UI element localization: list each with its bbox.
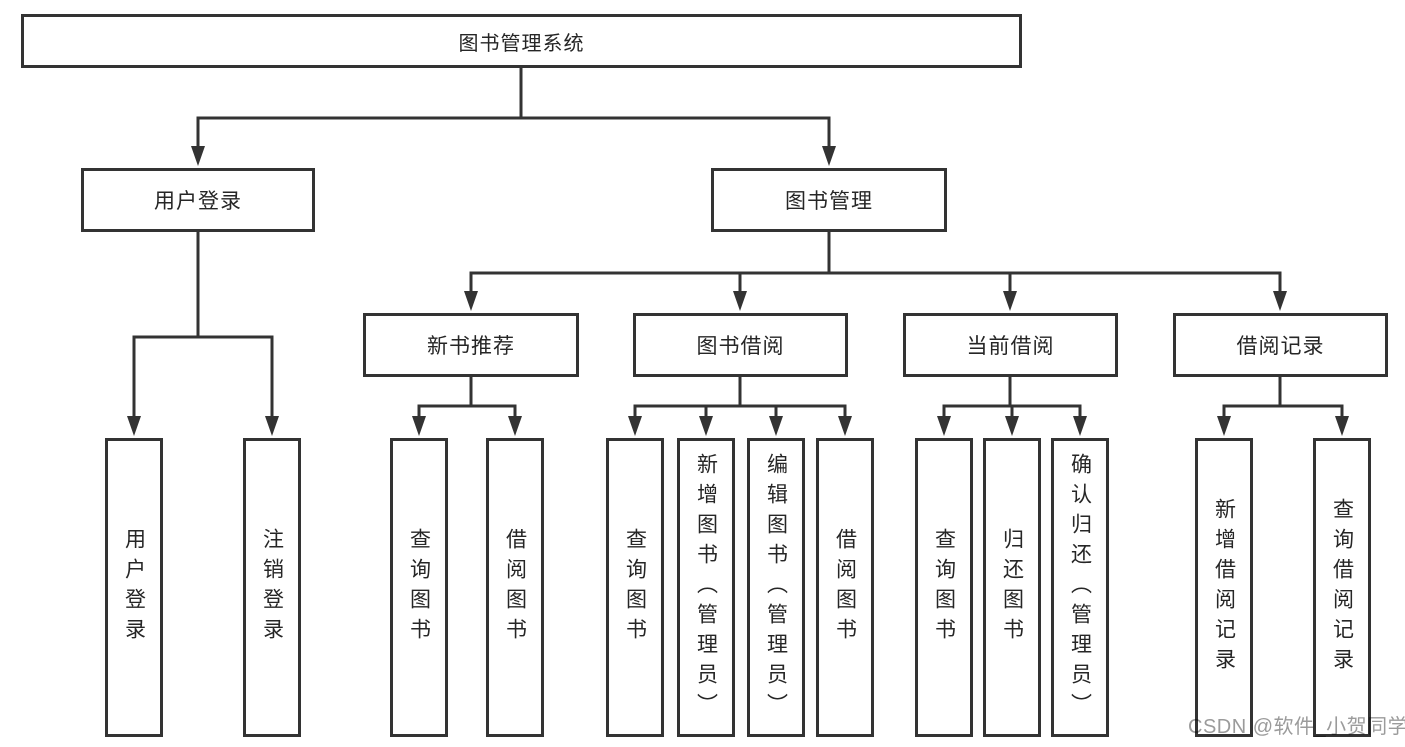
leaf-user-login: 用户登录 — [105, 438, 163, 737]
node-label: 借阅图书 — [833, 527, 857, 648]
leaf-current-return-books: 归还图书 — [983, 438, 1041, 737]
node-book-borrowing: 图书借阅 — [633, 313, 848, 377]
node-label: 编辑图书（管理员） — [764, 452, 788, 723]
node-label: 新增图书（管理员） — [694, 452, 718, 723]
node-label: 图书管理 — [785, 190, 873, 213]
connector-stems — [132, 66, 1344, 422]
node-current-borrowing: 当前借阅 — [903, 313, 1118, 377]
node-label: 查询借阅记录 — [1330, 497, 1354, 678]
node-label: 查询图书 — [407, 527, 431, 648]
node-label: 新书推荐 — [427, 335, 515, 358]
connector-arrowheads — [127, 146, 1349, 436]
node-book-management: 图书管理 — [711, 168, 947, 232]
node-label: 注销登录 — [260, 527, 284, 648]
leaf-logout: 注销登录 — [243, 438, 301, 737]
node-label: 归还图书 — [1000, 527, 1024, 648]
node-label: 图书借阅 — [696, 335, 785, 358]
node-label: 图书管理系统 — [458, 32, 585, 55]
node-new-book-recommendation: 新书推荐 — [363, 313, 579, 377]
node-label: 查询图书 — [932, 527, 956, 648]
node-library-management-system: 图书管理系统 — [21, 14, 1022, 68]
leaf-records-add-borrow-record: 新增借阅记录 — [1195, 438, 1253, 737]
leaf-borrow-edit-books-admin: 编辑图书（管理员） — [747, 438, 805, 737]
leaf-borrow-add-books-admin: 新增图书（管理员） — [677, 438, 735, 737]
leaf-recommend-query-books: 查询图书 — [390, 438, 448, 737]
leaf-current-query-books: 查询图书 — [915, 438, 973, 737]
node-label: 用户登录 — [154, 190, 242, 213]
node-borrowing-records: 借阅记录 — [1173, 313, 1388, 377]
leaf-current-confirm-return-admin: 确认归还（管理员） — [1051, 438, 1109, 737]
node-label: 借阅图书 — [503, 527, 527, 648]
leaf-borrow-query-books: 查询图书 — [606, 438, 664, 737]
leaf-records-query-borrow-record: 查询借阅记录 — [1313, 438, 1371, 737]
csdn-watermark: CSDN @软件_小贺同学 — [1188, 716, 1405, 738]
leaf-borrow-borrow-books: 借阅图书 — [816, 438, 874, 737]
node-label: 新增借阅记录 — [1212, 497, 1236, 678]
node-user-login: 用户登录 — [81, 168, 315, 232]
node-label: 用户登录 — [122, 527, 146, 648]
node-label: 查询图书 — [623, 527, 647, 648]
node-label: 确认归还（管理员） — [1068, 452, 1092, 723]
node-label: 当前借阅 — [966, 335, 1055, 358]
node-label: 借阅记录 — [1236, 335, 1325, 358]
leaf-recommend-borrow-books: 借阅图书 — [486, 438, 544, 737]
